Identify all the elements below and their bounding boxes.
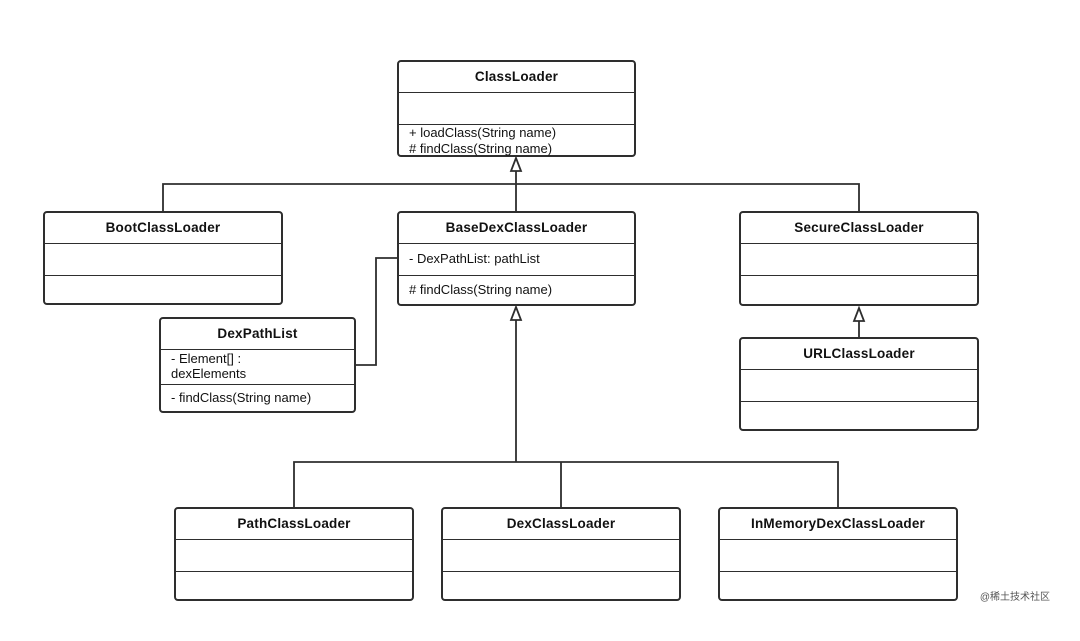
attribute-dexelements-name: dexElements — [171, 366, 247, 381]
class-name: BootClassLoader — [45, 213, 281, 244]
class-secureclassloader: SecureClassLoader — [739, 211, 979, 306]
class-inmemorydexclassloader: InMemoryDexClassLoader — [718, 507, 958, 601]
class-attributes — [443, 540, 679, 572]
edge-dexpathlist-association — [355, 257, 398, 366]
class-name: DexClassLoader — [443, 509, 679, 540]
class-methods — [176, 572, 412, 599]
class-bootclassloader: BootClassLoader — [43, 211, 283, 305]
class-attributes — [741, 244, 977, 276]
class-methods: - findClass(String name) — [161, 385, 354, 411]
class-methods: # findClass(String name) — [399, 276, 634, 304]
class-attributes — [720, 540, 956, 572]
class-methods — [741, 276, 977, 304]
inheritance-arrowhead-basedexclassloader — [509, 304, 523, 321]
class-name: SecureClassLoader — [741, 213, 977, 244]
edge-bootclassloader-to-classloader — [162, 183, 516, 212]
class-attributes — [399, 93, 634, 125]
class-name: PathClassLoader — [176, 509, 412, 540]
class-urlclassloader: URLClassLoader — [739, 337, 979, 431]
class-attributes — [741, 370, 977, 402]
class-dexpathlist: DexPathList - Element[] : dexElements - … — [159, 317, 356, 413]
class-basedexclassloader: BaseDexClassLoader - DexPathList: pathLi… — [397, 211, 636, 306]
class-attributes — [45, 244, 281, 276]
class-methods — [720, 572, 956, 599]
class-name: ClassLoader — [399, 62, 634, 93]
class-methods — [45, 276, 281, 303]
method-findclass: - findClass(String name) — [171, 390, 312, 405]
watermark: @稀土技术社区 — [979, 592, 1050, 603]
class-attributes: - DexPathList: pathList — [399, 244, 634, 276]
class-name: URLClassLoader — [741, 339, 977, 370]
class-name: BaseDexClassLoader — [399, 213, 634, 244]
class-classloader: ClassLoader + loadClass(String name) # f… — [397, 60, 636, 157]
attribute-pathlist: - DexPathList: pathList — [409, 251, 540, 266]
class-attributes: - Element[] : dexElements — [161, 350, 354, 385]
class-name: DexPathList — [161, 319, 354, 350]
edge-subclasses-bus — [293, 461, 839, 508]
method-findclass: # findClass(String name) — [409, 141, 553, 156]
method-findclass: # findClass(String name) — [409, 282, 553, 297]
class-methods — [443, 572, 679, 599]
method-loadclass: + loadClass(String name) — [409, 125, 557, 140]
class-attributes — [176, 540, 412, 572]
class-pathclassloader: PathClassLoader — [174, 507, 414, 601]
edge-secureclassloader-to-classloader — [516, 183, 860, 212]
class-dexclassloader: DexClassLoader — [441, 507, 681, 601]
class-methods: + loadClass(String name) # findClass(Str… — [399, 125, 634, 156]
inheritance-arrowhead-secureclassloader — [852, 305, 866, 322]
class-methods — [741, 402, 977, 429]
attribute-dexelements-type: - Element[] : — [171, 351, 242, 366]
inheritance-arrowhead-classloader — [509, 155, 523, 172]
class-name: InMemoryDexClassLoader — [720, 509, 956, 540]
